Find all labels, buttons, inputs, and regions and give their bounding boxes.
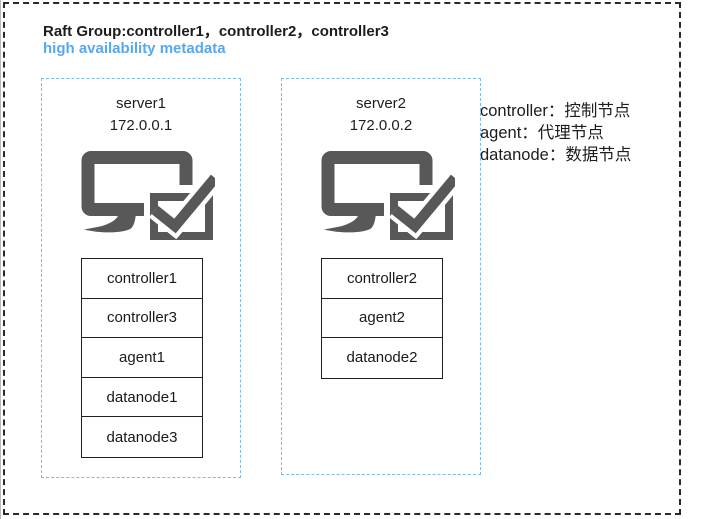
server1-box: server1 172.0.0.1 controller1 controller… [41, 78, 241, 478]
monitor-check-icon [81, 151, 215, 247]
server2-name: server2 [355, 95, 407, 112]
legend-item-controller: controller：控制节点 [480, 102, 631, 120]
node-cell: controller1 [82, 259, 202, 299]
node-cell: datanode3 [82, 417, 202, 457]
server2-box: server2 172.0.0.2 controller2 agent2 dat… [281, 78, 481, 475]
legend-item-agent: agent：代理节点 [480, 124, 604, 142]
server1-ip: 172.0.0.1 [109, 117, 173, 134]
node-cell: datanode2 [322, 338, 442, 378]
high-availability-subtitle: high availability metadata [43, 40, 226, 57]
monitor-check-icon [321, 151, 455, 247]
server2-node-table: controller2 agent2 datanode2 [321, 258, 443, 379]
node-cell: controller3 [82, 298, 202, 339]
server2-ip: 172.0.0.2 [349, 117, 413, 134]
node-cell: agent1 [82, 338, 202, 378]
node-type-legend: controller：控制节点 agent：代理节点 datanode：数据节点 [480, 100, 631, 166]
node-cell: agent2 [322, 298, 442, 339]
legend-item-datanode: datanode：数据节点 [480, 146, 632, 164]
server2-label: server2 172.0.0.2 [282, 93, 480, 137]
raft-group-title: Raft Group:controller1，controller2，contr… [43, 23, 389, 40]
node-cell: datanode1 [82, 377, 202, 418]
node-cell: controller2 [322, 259, 442, 299]
raft-group-boundary [3, 2, 681, 515]
server1-label: server1 172.0.0.1 [42, 93, 240, 137]
server1-name: server1 [115, 95, 167, 112]
server1-node-table: controller1 controller3 agent1 datanode1… [81, 258, 203, 458]
